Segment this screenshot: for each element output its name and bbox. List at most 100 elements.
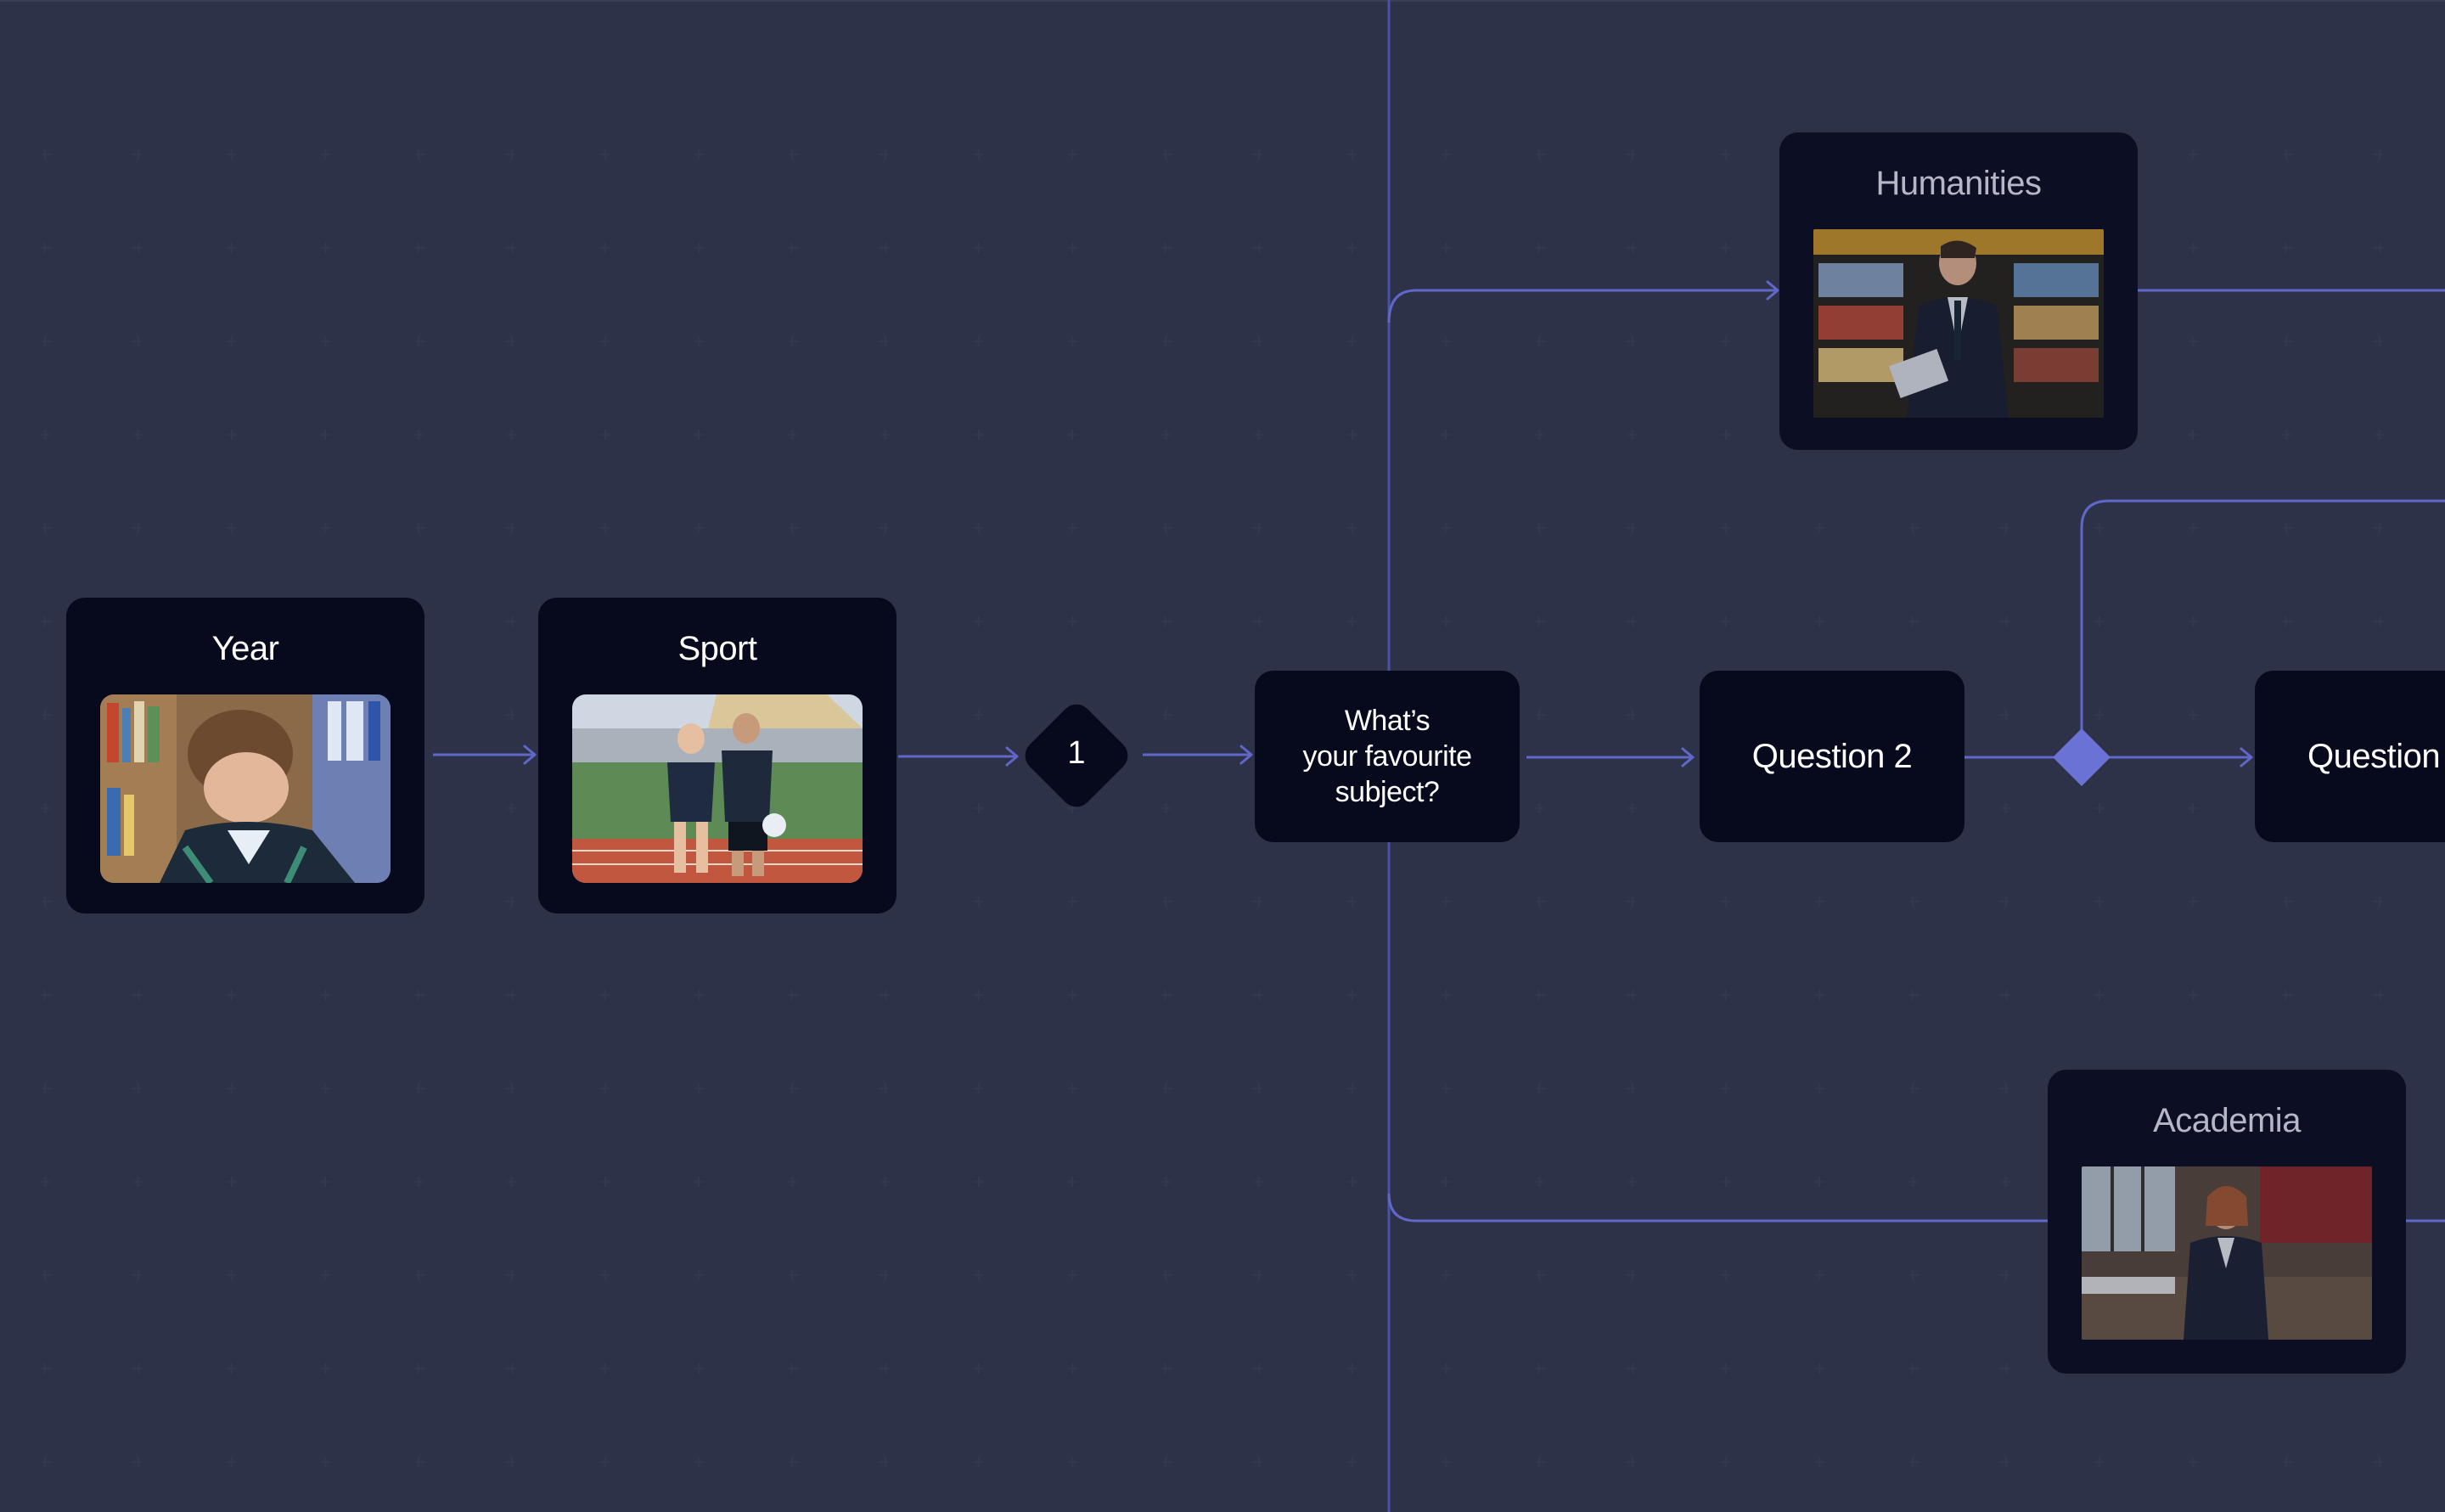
- grid-plus-marker: [1627, 1083, 1638, 1093]
- grid-plus-marker: [1067, 1083, 1077, 1093]
- grid-plus-marker: [1534, 243, 1544, 253]
- grid-plus-marker: [1254, 243, 1264, 253]
- grid-plus-marker: [1627, 1177, 1638, 1187]
- grid-plus-marker: [507, 897, 517, 907]
- grid-plus-marker: [2094, 523, 2105, 533]
- node-year[interactable]: Year: [66, 598, 424, 913]
- grid-plus-marker: [880, 1177, 891, 1187]
- node-question-2[interactable]: Question 2: [1700, 671, 1964, 842]
- branch-label: 1: [1067, 735, 1086, 771]
- grid-plus-marker: [413, 523, 424, 533]
- grid-plus-marker: [1908, 616, 1918, 627]
- grid-plus-marker: [974, 1457, 984, 1467]
- grid-plus-marker: [1161, 1457, 1171, 1467]
- grid-plus-marker: [133, 1363, 143, 1374]
- students-on-sports-field-photo-icon: [572, 694, 863, 883]
- grid-plus-marker: [1721, 1363, 1731, 1374]
- grid-plus-marker: [40, 1270, 50, 1280]
- grid-plus-marker: [974, 616, 984, 627]
- grid-plus-marker: [600, 990, 610, 1000]
- grid-plus-marker: [2375, 990, 2385, 1000]
- grid-plus-marker: [1721, 149, 1731, 160]
- grid-plus-marker: [880, 1270, 891, 1280]
- grid-plus-marker: [133, 1177, 143, 1187]
- grid-plus-marker: [1627, 1457, 1638, 1467]
- grid-plus-marker: [1067, 1177, 1077, 1187]
- grid-plus-marker: [507, 1457, 517, 1467]
- grid-plus-marker: [227, 243, 237, 253]
- grid-plus-marker: [694, 1363, 704, 1374]
- grid-plus-marker: [787, 243, 797, 253]
- grid-plus-marker: [1627, 897, 1638, 907]
- grid-plus-marker: [2281, 430, 2291, 440]
- grid-plus-marker: [40, 336, 50, 346]
- grid-plus-marker: [40, 897, 50, 907]
- grid-plus-marker: [2094, 803, 2105, 813]
- grid-plus-marker: [974, 243, 984, 253]
- grid-plus-marker: [787, 1083, 797, 1093]
- student-in-library-photo-icon: [100, 694, 391, 883]
- grid-plus-marker: [1441, 430, 1451, 440]
- grid-plus-marker: [2188, 523, 2198, 533]
- grid-plus-marker: [1441, 990, 1451, 1000]
- grid-plus-marker: [1441, 523, 1451, 533]
- grid-plus-marker: [1627, 149, 1638, 160]
- teacher-in-classroom-photo-icon: [2082, 1166, 2372, 1340]
- grid-plus-marker: [600, 1457, 610, 1467]
- arrow-head: [1681, 747, 1695, 767]
- grid-plus-marker: [1534, 523, 1544, 533]
- grid-plus-marker: [1067, 1270, 1077, 1280]
- to-academia-connector: [1387, 1193, 2048, 1223]
- grid-plus-marker: [1814, 1083, 1824, 1093]
- grid-plus-marker: [40, 1177, 50, 1187]
- grid-plus-marker: [1067, 803, 1077, 813]
- node-favourite-subject[interactable]: What’s your favourite subject?: [1255, 671, 1520, 842]
- arrow-head: [2240, 747, 2253, 767]
- grid-plus-marker: [507, 1270, 517, 1280]
- grid-plus-marker: [2375, 336, 2385, 346]
- grid-plus-marker: [2094, 897, 2105, 907]
- node-humanities[interactable]: Humanities: [1779, 132, 2138, 450]
- grid-plus-marker: [1161, 803, 1171, 813]
- grid-plus-marker: [2375, 616, 2385, 627]
- grid-plus-marker: [1254, 1177, 1264, 1187]
- grid-plus-marker: [227, 1177, 237, 1187]
- grid-plus-marker: [694, 1177, 704, 1187]
- grid-plus-marker: [1441, 149, 1451, 160]
- node-academia[interactable]: Academia: [2048, 1070, 2406, 1374]
- grid-plus-marker: [320, 149, 330, 160]
- grid-plus-marker: [2094, 990, 2105, 1000]
- grid-plus-marker: [40, 523, 50, 533]
- grid-plus-marker: [1721, 990, 1731, 1000]
- grid-plus-marker: [227, 1270, 237, 1280]
- grid-plus-marker: [2001, 1270, 2011, 1280]
- grid-plus-marker: [974, 710, 984, 720]
- grid-plus-marker: [1908, 1177, 1918, 1187]
- grid-plus-marker: [1721, 523, 1731, 533]
- node-sport[interactable]: Sport: [538, 598, 896, 913]
- grid-plus-marker: [1721, 1083, 1731, 1093]
- grid-plus-marker: [320, 430, 330, 440]
- grid-plus-marker: [1908, 990, 1918, 1000]
- node-question-next[interactable]: Question: [2255, 671, 2445, 842]
- grid-plus-marker: [2001, 1363, 2011, 1374]
- grid-plus-marker: [1067, 430, 1077, 440]
- grid-plus-marker: [1347, 336, 1357, 346]
- grid-plus-marker: [880, 1083, 891, 1093]
- grid-plus-marker: [974, 1270, 984, 1280]
- grid-plus-marker: [320, 243, 330, 253]
- grid-plus-marker: [787, 430, 797, 440]
- grid-plus-marker: [1254, 990, 1264, 1000]
- grid-plus-marker: [413, 243, 424, 253]
- grid-plus-marker: [320, 1083, 330, 1093]
- grid-plus-marker: [1441, 1270, 1451, 1280]
- to-humanities-connector: [1387, 289, 1776, 323]
- grid-plus-marker: [880, 149, 891, 160]
- grid-plus-marker: [1721, 897, 1731, 907]
- grid-plus-marker: [974, 1083, 984, 1093]
- grid-plus-marker: [1347, 243, 1357, 253]
- grid-plus-marker: [2001, 616, 2011, 627]
- grid-plus-marker: [1441, 1457, 1451, 1467]
- grid-plus-marker: [1534, 1270, 1544, 1280]
